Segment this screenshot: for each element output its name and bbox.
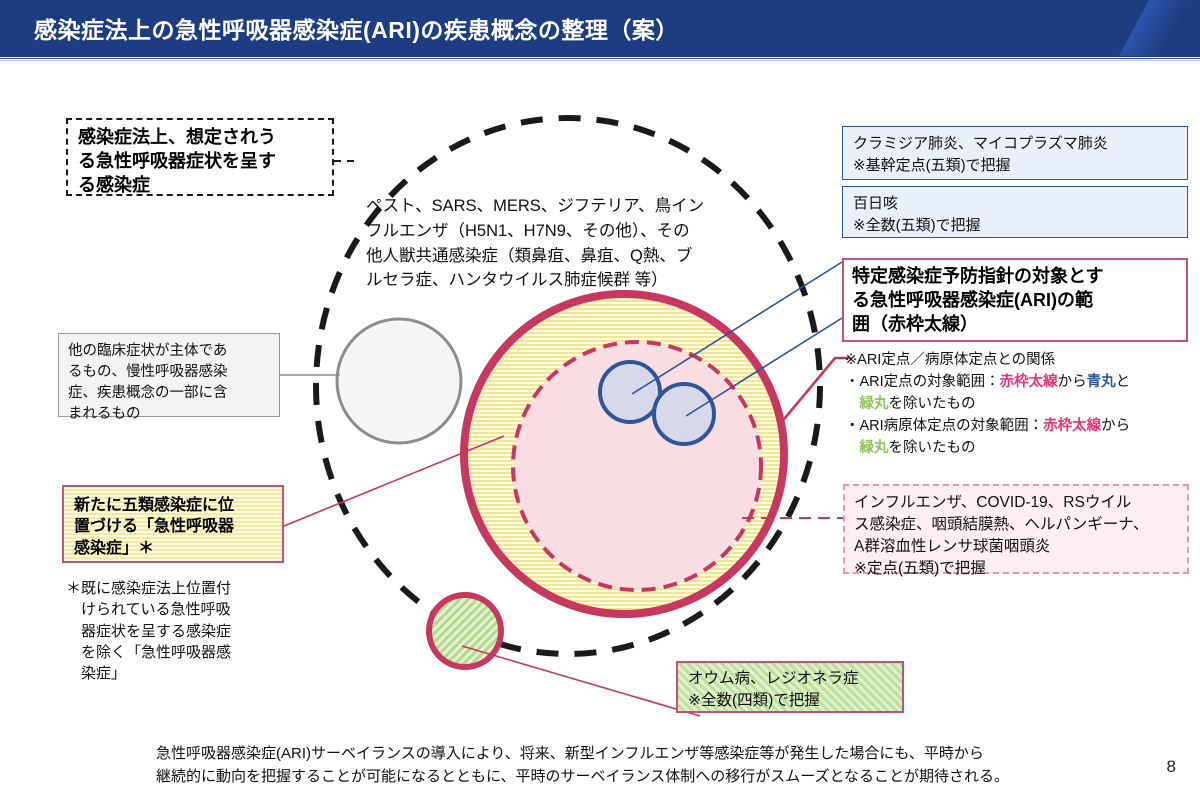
box-assumed-connector (334, 160, 356, 162)
teiten-l1-a: ・ARI定点の対象範囲： (845, 374, 1000, 391)
teiten-l3-a: ・ARI病原体定点の対象範囲： (845, 418, 1044, 435)
teiten-heading: ※ARI定点／病原体定点との関係 (845, 352, 1056, 368)
footer-summary-text: 急性呼吸器感染症(ARI)サーベイランスの導入により、将来、新型インフルエンザ等… (156, 745, 1010, 786)
header-diagonal-accent (1070, 0, 1200, 56)
teiten-l1-b: から (1057, 374, 1087, 391)
blue-circle-pertussis (652, 382, 716, 446)
box-assumed-ari: 感染症法上、想定されう る急性呼吸器症状を呈す る感染症 (66, 118, 334, 196)
teiten-l3-red: 赤枠太線 (1043, 418, 1102, 435)
concept-diagram (280, 115, 850, 717)
page-number: 8 (1166, 757, 1176, 776)
leader-line-chlamydia (631, 261, 843, 395)
teiten-l2-a: を除いたもの (888, 396, 976, 413)
grey-circle-other-clinical (335, 317, 463, 445)
teiten-l4-green: 緑丸 (859, 440, 889, 457)
outer-circle-disease-list: ペスト、SARS、MERS、ジフテリア、鳥イン フルエンザ（H5N1、H7N9、… (366, 197, 705, 290)
note-teiten-relation: ※ARI定点／病原体定点との関係 ・ARI定点の対象範囲：赤枠太線から青丸と 緑… (845, 349, 1200, 459)
teiten-l1-red: 赤枠太線 (999, 374, 1058, 391)
teiten-l3-b: から (1101, 418, 1131, 435)
teiten-l1-c: と (1115, 374, 1131, 391)
green-circle-psittacosis (426, 592, 504, 670)
leader-line-ari-scope (779, 356, 850, 425)
header-underline (0, 56, 1200, 62)
note-asterisk-definition: ＊既に感染症法上位置付 けられている急性呼吸 器症状を呈する感染症 を除く「急性… (66, 580, 232, 683)
teiten-line-3: ・ARI病原体定点の対象範囲：赤枠太線から (845, 415, 1200, 437)
leader-line-new-class5 (283, 435, 505, 527)
leader-line-pertussis (685, 317, 843, 417)
teiten-l1-blue: 青丸 (1086, 374, 1116, 391)
teiten-line-4: 緑丸を除いたもの (845, 437, 1200, 459)
box-pertussis: 百日咳 ※全数(五類)で把握 (842, 186, 1188, 238)
box-other-clinical-symptoms: 他の臨床症状が主体であ るもの、慢性呼吸器感染 症、疾患概念の一部に含 まれるも… (58, 333, 280, 422)
teiten-line-2: 緑丸を除いたもの (845, 393, 1200, 415)
box-chlamydia-mycoplasma: クラミジア肺炎、マイコプラズマ肺炎 ※基幹定点(五類)で把握 (842, 126, 1188, 180)
box-influenza-covid-list: インフルエンザ、COVID-19、RSウイル ス感染症、咽頭結膜熱、ヘルパンギー… (843, 484, 1189, 577)
leader-line-psittacosis (461, 645, 701, 717)
header-band: 感染症法上の急性呼吸器感染症(ARI)の疾患概念の整理（案） (0, 0, 1200, 56)
box-new-class5-ari: 新たに五類感染症に位 置づける「急性呼吸器 感染症」＊ (62, 485, 284, 563)
teiten-l2-green: 緑丸 (859, 396, 889, 413)
box-ari-scope-title: 特定感染症予防指針の対象とす る急性呼吸器感染症(ARI)の範 囲（赤枠太線） (842, 258, 1188, 342)
outer-dashed-circle (313, 115, 823, 657)
teiten-line-1: ・ARI定点の対象範囲：赤枠太線から青丸と (845, 371, 1200, 393)
page-title: 感染症法上の急性呼吸器感染症(ARI)の疾患概念の整理（案） (34, 17, 679, 43)
box-psittacosis-legionella: オウム病、レジオネラ症 ※全数(四類)で把握 (676, 661, 904, 713)
teiten-l4-a: を除いたもの (888, 440, 976, 457)
blue-circle-chlamydia (598, 360, 662, 424)
